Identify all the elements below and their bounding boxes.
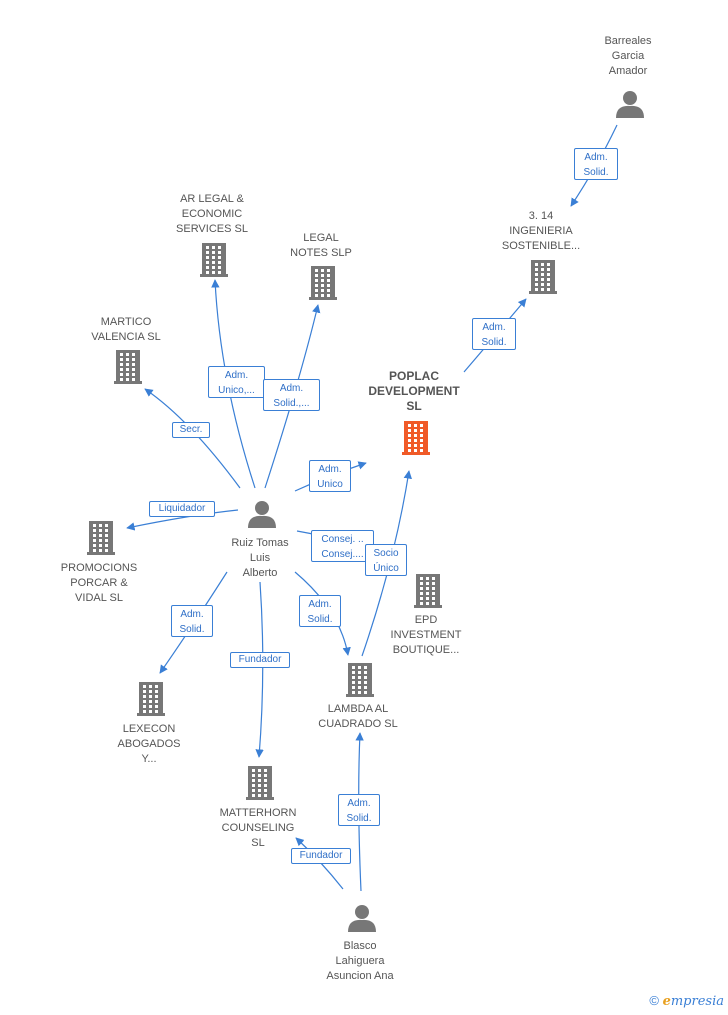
icons-layer [87,91,644,932]
arlegal-building-icon[interactable] [200,243,228,277]
edge-label-lambda-poplac[interactable]: Socio Único [365,544,407,576]
empresia-logo-e: e [662,994,671,1009]
edge-ruiz-promocions [126,509,239,531]
edge-label-ruiz-promocions[interactable]: Liquidador [149,501,215,517]
legalnotes-building-icon[interactable] [309,266,337,300]
barreales-person-icon[interactable] [616,91,644,118]
node-label-promocions[interactable]: PROMOCIONS PORCAR & VIDAL SL [60,562,138,604]
ruiz-person-icon[interactable] [248,501,276,528]
node-label-ruiz[interactable]: Ruiz Tomas Luis Alberto [231,537,289,579]
copyright-icon: © [649,993,659,1008]
edge-label-blasco-matterhorn[interactable]: Fundador [291,848,351,864]
node-label-blasco[interactable]: Blasco Lahiguera Asuncion Ana [326,940,394,982]
edge-label-poplac-ingenieria[interactable]: Adm. Solid. [472,318,516,350]
node-label-barreales[interactable]: Barreales Garcia Amador [604,35,652,77]
node-label-lexecon[interactable]: LEXECON ABOGADOS Y... [117,723,181,765]
lambda-building-icon[interactable] [346,663,374,697]
node-label-poplac[interactable]: POPLAC DEVELOPMENT SL [368,369,460,413]
node-label-ingenieria[interactable]: 3. 14 INGENIERIA SOSTENIBLE... [501,210,581,252]
node-label-matterhorn[interactable]: MATTERHORN COUNSELING SL [219,807,297,849]
edge-ruiz-martico [144,388,241,489]
node-label-epd[interactable]: EPD INVESTMENT BOUTIQUE... [390,614,462,656]
edge-label-blasco-lambda[interactable]: Adm. Solid. [338,794,380,826]
edge-label-ruiz-matterhorn[interactable]: Fundador [230,652,290,668]
edge-ruiz-matterhorn [255,581,264,758]
promocions-building-icon[interactable] [87,521,115,555]
edge-label-barreales-ingenieria[interactable]: Adm. Solid. [574,148,618,180]
matterhorn-building-icon[interactable] [246,766,274,800]
node-label-lambda[interactable]: LAMBDA AL CUADRADO SL [318,703,398,730]
empresia-footer[interactable]: © empresia [649,993,724,1009]
node-label-arlegal[interactable]: AR LEGAL & ECONOMIC SERVICES SL [176,193,248,235]
node-label-legalnotes[interactable]: LEGAL NOTES SLP [290,232,352,259]
edge-label-ruiz-lambda[interactable]: Adm. Solid. [299,595,341,627]
edge-label-ruiz-arlegal[interactable]: Adm. Unico,... [208,366,265,398]
lexecon-building-icon[interactable] [137,682,165,716]
martico-building-icon[interactable] [114,350,142,384]
blasco-person-icon[interactable] [348,905,376,932]
edge-label-ruiz-lexecon[interactable]: Adm. Solid. [171,605,213,637]
edge-label-ruiz-poplac[interactable]: Adm. Unico [309,460,351,492]
node-label-martico[interactable]: MARTICO VALENCIA SL [91,316,161,343]
empresia-logo-text: mpresia [670,994,724,1009]
edge-label-ruiz-legalnotes[interactable]: Adm. Solid.,... [263,379,320,411]
edge-label-ruiz-epd[interactable]: Consej. .. Consej.... [311,530,374,562]
poplac-building-icon[interactable] [402,421,430,455]
ingenieria-building-icon[interactable] [529,260,557,294]
edge-label-ruiz-martico[interactable]: Secr. [172,422,210,438]
epd-building-icon[interactable] [414,574,442,608]
